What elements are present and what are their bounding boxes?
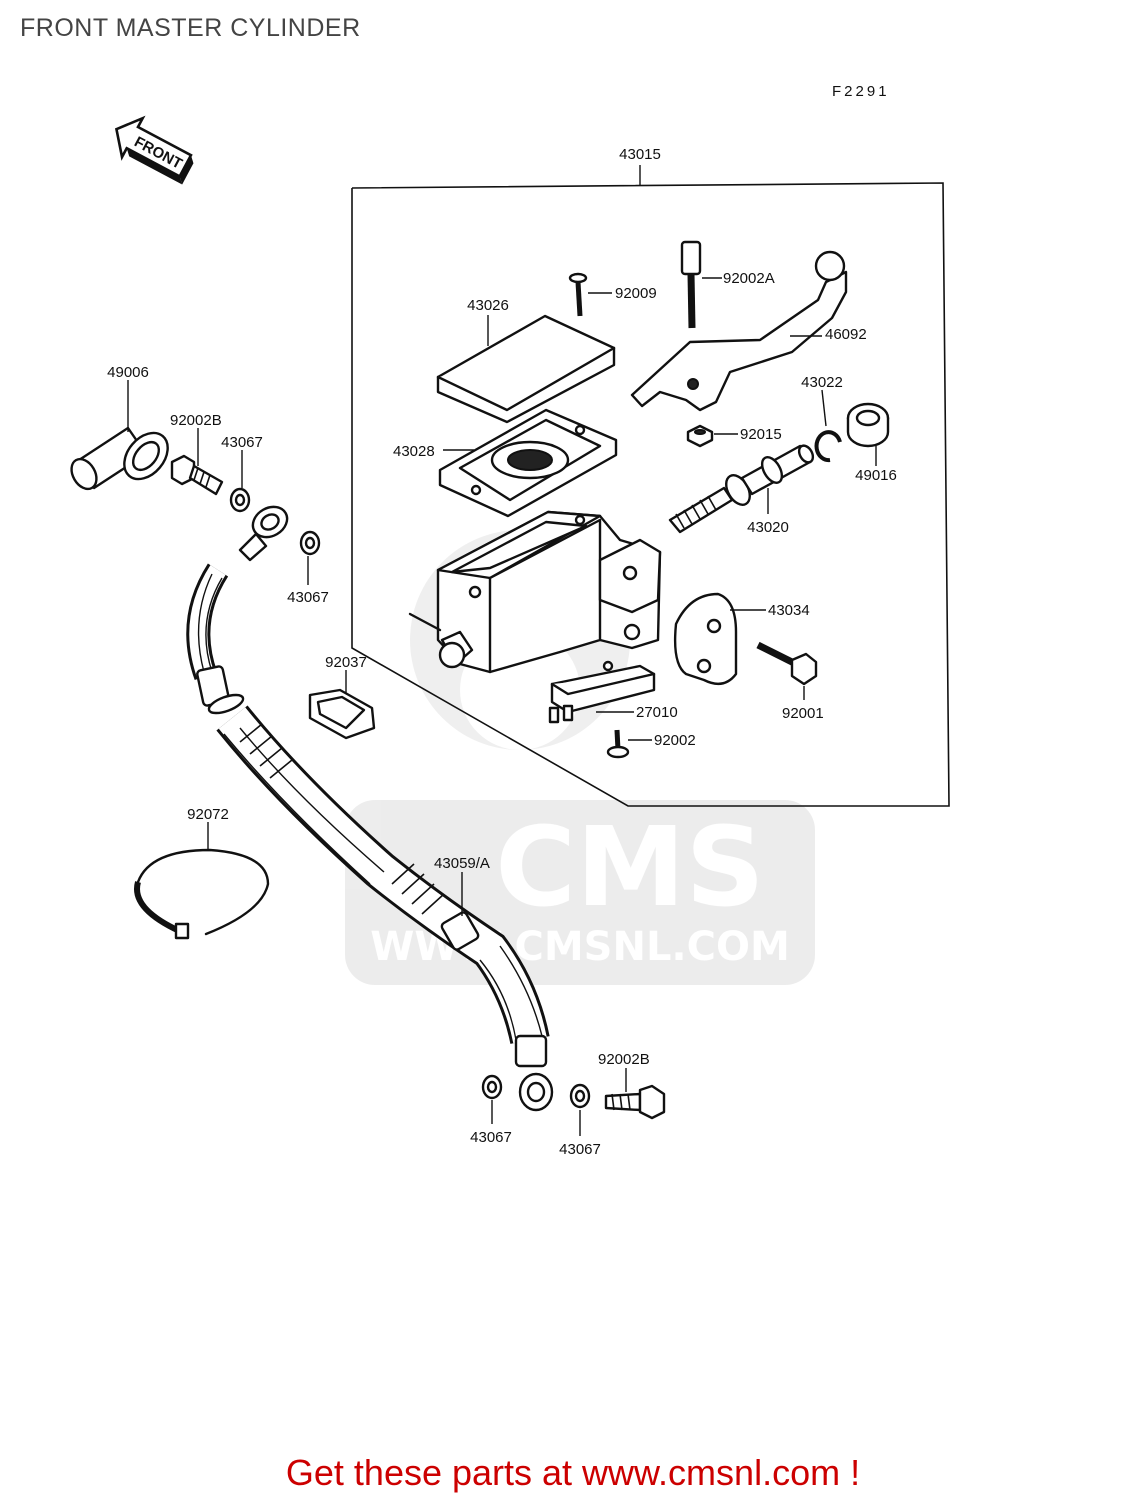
diaphragm: 43028 (393, 408, 618, 518)
brake-switch: 27010 (548, 660, 678, 724)
band: 92072 (134, 806, 270, 940)
boot-icon: 49016 (846, 402, 897, 484)
banjo-cap: 49006 (70, 364, 169, 491)
washer-bottom-a-icon: 43067 (470, 1074, 512, 1146)
washer-top-b-icon: 43067 (287, 530, 329, 606)
label-92001: 92001 (782, 705, 824, 722)
screw-switch-icon: 92002 (606, 729, 696, 759)
figure-code: F2291 (832, 83, 890, 100)
parts-diagram: CMS WWW.CMSNL.COM F2291 FRONT 43015 4302… (70, 83, 950, 1158)
label-43067-bottom-a: 43067 (470, 1129, 512, 1146)
label-92072: 92072 (187, 806, 229, 823)
label-92002B-bottom: 92002B (598, 1051, 650, 1068)
footer-link[interactable]: Get these parts at www.cmsnl.com ! (285, 1452, 861, 1493)
nut-icon: 92015 (686, 424, 782, 448)
label-43020: 43020 (747, 519, 789, 536)
label-92037: 92037 (325, 654, 367, 671)
label-43026: 43026 (467, 297, 509, 314)
label-27010: 27010 (636, 704, 678, 721)
label-43034: 43034 (768, 602, 810, 619)
assembly-frame: 43015 (351, 146, 950, 807)
label-92009: 92009 (615, 285, 657, 302)
label-43067-top-a: 43067 (221, 434, 263, 451)
label-92002B-top: 92002B (170, 412, 222, 429)
label-43059A: 43059/A (434, 855, 490, 872)
washer-top-a-icon: 43067 (221, 434, 263, 513)
hose-clamp: 92037 (308, 654, 376, 740)
label-92015: 92015 (740, 426, 782, 443)
label-43015: 43015 (619, 146, 661, 163)
page-title: FRONT MASTER CYLINDER (20, 14, 361, 42)
piston-assembly: 43020 (668, 444, 815, 536)
banjo-bolt-bottom-icon: 92002B (598, 1051, 666, 1120)
watermark-brand: CMS (495, 803, 764, 931)
label-43022: 43022 (801, 374, 843, 391)
bolt-lever-pivot-icon: 92002A (680, 240, 775, 329)
label-43067-top-b: 43067 (287, 589, 329, 606)
washer-bottom-b-icon: 43067 (559, 1083, 601, 1158)
label-49016: 49016 (855, 467, 897, 484)
label-92002A: 92002A (723, 270, 775, 287)
banjo-bolt-top-icon: 92002B (170, 412, 224, 496)
brake-lever: 46092 (630, 250, 867, 412)
circlip-icon: 43022 (801, 374, 843, 463)
label-92002: 92002 (654, 732, 696, 749)
brake-hose: 43059/A (186, 505, 554, 1112)
clamp-holder: 43034 (673, 592, 810, 686)
front-arrow-icon: FRONT (114, 115, 194, 185)
label-43067-bottom-b: 43067 (559, 1141, 601, 1158)
label-49006: 49006 (107, 364, 149, 381)
label-46092: 46092 (825, 326, 867, 343)
screw-cap-icon: 92009 (568, 272, 657, 317)
label-43028: 43028 (393, 443, 435, 460)
bolt-holder-icon: 92001 (756, 641, 824, 722)
reservoir-cap: 43026 (436, 297, 616, 424)
master-cylinder-body (408, 510, 662, 674)
